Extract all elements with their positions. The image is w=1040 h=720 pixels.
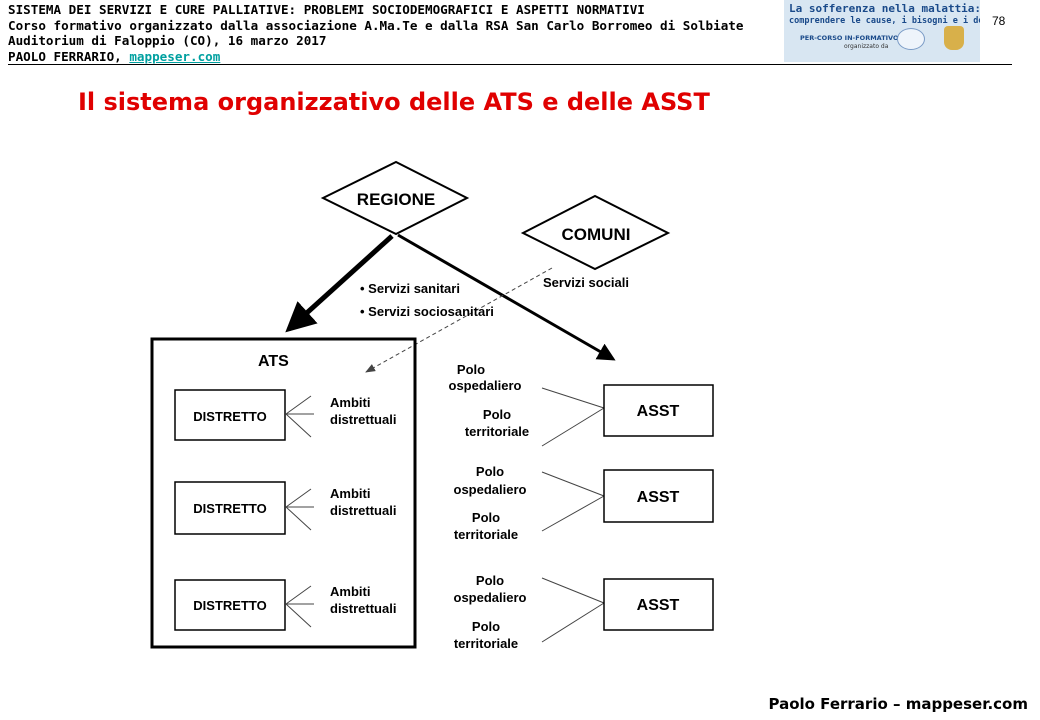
servizi-sociosanitari-label: • Servizi sociosanitari: [360, 304, 494, 319]
slide-title: Il sistema organizzativo delle ATS e del…: [78, 88, 710, 116]
servizi-sociali-label: Servizi sociali: [543, 275, 629, 290]
course-banner: La sofferenza nella malattia: comprender…: [784, 0, 980, 62]
distretto-fan-1: [285, 395, 314, 438]
header-author: PAOLO FERRARIO,: [8, 48, 130, 64]
regione-to-ats-arrow: [285, 234, 394, 333]
amate-logo: [897, 28, 925, 50]
banner-line-1: La sofferenza nella malattia:: [789, 2, 980, 15]
rsa-logo: [944, 26, 964, 50]
header-divider: [8, 64, 1012, 65]
regione-label: REGIONE: [357, 190, 435, 209]
header-line-3: Auditorium di Faloppio (CO), 16 marzo 20…: [8, 33, 327, 48]
comuni-to-ats-arrow: [365, 267, 553, 373]
distretto-label-1: DISTRETTO: [193, 409, 266, 424]
footer-credit: Paolo Ferrario – mappeser.com: [768, 695, 1029, 713]
distretto-fan-3: [285, 585, 314, 628]
banner-line-2: comprendere le cause, i bisogni e i desi…: [789, 16, 980, 26]
asst-box-2: [603, 469, 714, 523]
page-number: 78: [992, 14, 1006, 28]
asst-box-1: [603, 384, 714, 437]
header-line-4: PAOLO FERRARIO, mappeser.com: [8, 49, 778, 65]
slide-header: SISTEMA DEI SERVIZI E CURE PALLIATIVE: P…: [8, 2, 778, 64]
distretto-box-3: [174, 579, 286, 631]
banner-line-4: organizzato da: [844, 43, 889, 50]
comuni-diamond: [520, 194, 671, 271]
asst-box-3: [603, 578, 714, 631]
asst-label-3: ASST: [637, 597, 680, 614]
asst-connector-2: [541, 471, 605, 532]
asst-connector-1: [541, 387, 605, 447]
ats-label: ATS: [258, 353, 289, 370]
asst-label-2: ASST: [637, 489, 680, 506]
distretto-label-2: DISTRETTO: [193, 501, 266, 516]
regione-to-asst-arrow: [397, 233, 616, 361]
distretto-box-2: [174, 481, 286, 535]
header-link[interactable]: mappeser.com: [129, 48, 221, 64]
banner-line-3: PER-CORSO IN-FORMATIVO: [800, 34, 899, 42]
servizi-sanitari-label: • Servizi sanitari: [360, 281, 460, 296]
header-line-1: SISTEMA DEI SERVIZI E CURE PALLIATIVE: P…: [8, 2, 645, 17]
distretto-box-1: [174, 389, 286, 441]
asst-connector-3: [541, 577, 605, 643]
comuni-label: COMUNI: [562, 225, 631, 244]
distretto-fan-2: [285, 488, 314, 531]
ats-box: [150, 337, 417, 649]
header-line-2: Corso formativo organizzato dalla associ…: [8, 17, 744, 33]
regione-diamond: [320, 160, 470, 236]
distretto-label-3: DISTRETTO: [193, 598, 266, 613]
asst-label-1: ASST: [637, 403, 680, 420]
